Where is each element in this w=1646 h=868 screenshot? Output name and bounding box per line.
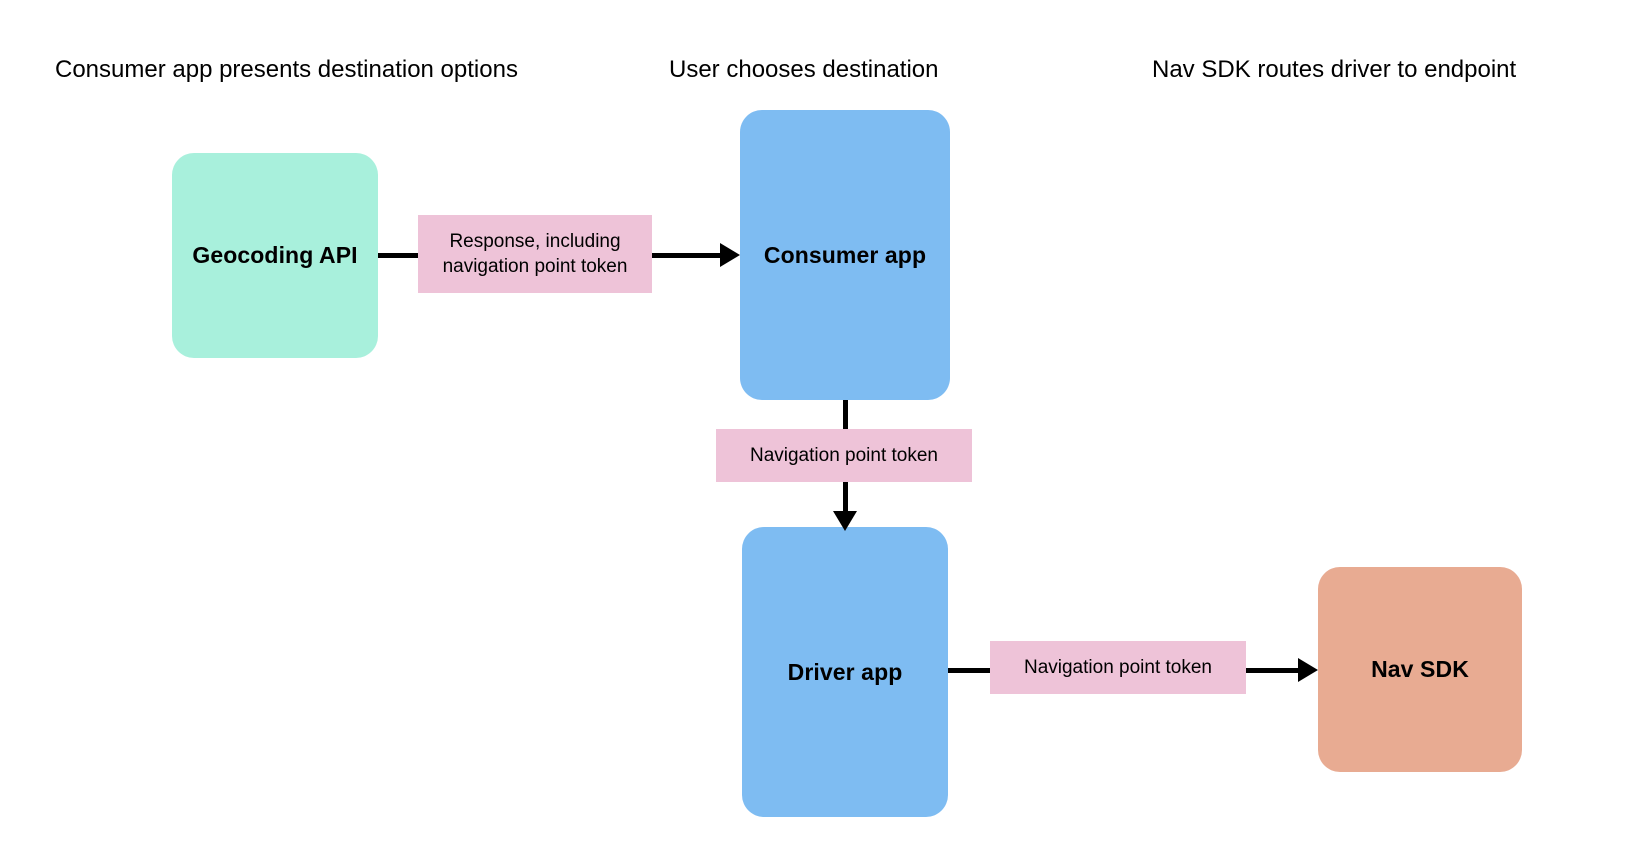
edge-driver-to-navsdk-line-right (1246, 668, 1298, 673)
edge-label-navigation-point-token-consumer-driver-text: Navigation point token (749, 445, 938, 466)
column-heading-nav-sdk-routes: Nav SDK routes driver to endpoint (1152, 56, 1517, 83)
edge-label-response-including-navigation-point-token: Response, including navigation point tok… (418, 215, 652, 293)
node-consumer-app[interactable]: Consumer app (740, 110, 950, 400)
edge-label-navigation-point-token-driver-navsdk: Navigation point token (990, 641, 1246, 694)
edge-geocoding-to-consumer-line-right (652, 253, 720, 258)
node-consumer-app-label: Consumer app (763, 241, 927, 268)
node-nav-sdk-label: Nav SDK (1371, 656, 1469, 682)
edge-label-navigation-point-token-consumer-driver: Navigation point token (716, 429, 972, 482)
column-heading-consumer-app: Consumer app presents destination option… (55, 56, 518, 83)
arrow-right-icon-to-nav-sdk (1298, 658, 1318, 682)
edge-label-response-text: Response, including navigation point tok… (442, 231, 628, 277)
node-geocoding-api-label: Geocoding API (192, 242, 358, 268)
column-heading-user-chooses-destination: User chooses destination (669, 56, 939, 83)
node-driver-app[interactable]: Driver app (742, 527, 948, 817)
edge-driver-to-navsdk-line-left (948, 668, 990, 673)
node-driver-app-label: Driver app (787, 658, 903, 685)
node-nav-sdk[interactable]: Nav SDK (1318, 567, 1522, 772)
edge-consumer-to-driver-line-top (843, 400, 848, 429)
node-geocoding-api[interactable]: Geocoding API (172, 153, 378, 358)
arrow-right-icon-to-consumer-app (720, 243, 740, 267)
edge-geocoding-to-consumer-line-left (378, 253, 418, 258)
edge-consumer-to-driver-line-bottom (843, 482, 848, 517)
edge-label-navigation-point-token-driver-navsdk-text: Navigation point token (1023, 657, 1212, 678)
arrow-down-icon-to-driver-app (833, 511, 857, 531)
